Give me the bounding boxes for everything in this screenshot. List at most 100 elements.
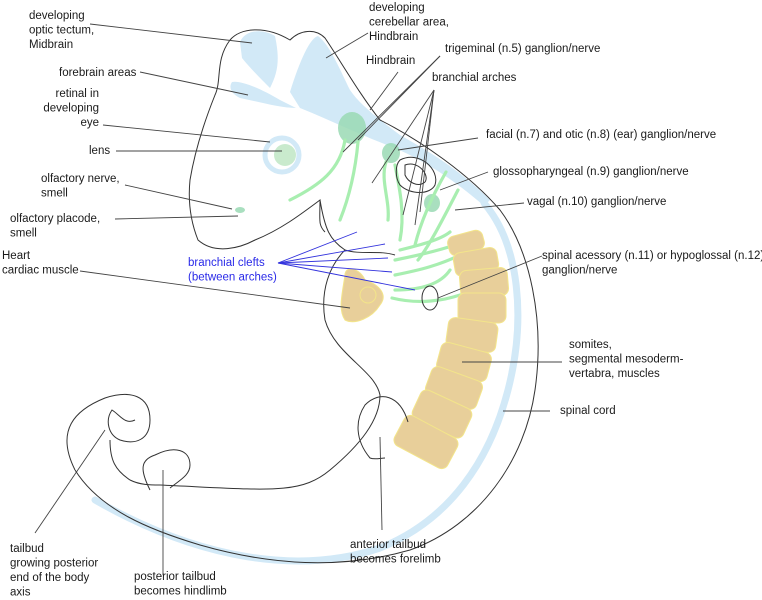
nerve-11 (390, 293, 462, 304)
label-line: glossopharyngeal (n.9) ganglion/nerve (493, 166, 689, 178)
label-line: segmental mesoderm- (569, 354, 684, 366)
label-line: ganglion/nerve (542, 265, 617, 277)
nerve-3 (382, 160, 390, 222)
label-line: anterior tailbud (350, 539, 426, 551)
nerve-2 (338, 140, 360, 222)
leader-heart (79, 270, 351, 309)
label-facial-otic: facial (n.7) and otic (n.8) (ear) gangli… (486, 129, 716, 141)
label-line: posterior tailbud (134, 571, 216, 583)
label-line: facial (n.7) and otic (n.8) (ear) gangli… (486, 129, 716, 141)
forelimb-bud (357, 396, 409, 460)
label-line: branchial arches (432, 72, 517, 84)
label-retinal: retinal in developing eye (43, 88, 99, 129)
facial-ganglion (382, 143, 400, 163)
nerve-10 (393, 268, 452, 292)
leader-anterior-tailbud (379, 436, 383, 531)
leader-arch-3 (419, 89, 435, 213)
label-line: optic tectum, (29, 25, 94, 37)
label-branchial-arches: branchial arches (432, 72, 517, 84)
label-spinal-accessory: spinal acessory (n.11) or hypoglossal (n… (542, 250, 762, 277)
hindbrain-region (290, 36, 490, 206)
mesoderm (340, 229, 510, 470)
label-line: (between arches) (188, 272, 277, 284)
label-line: trigeminal (n.5) ganglion/nerve (445, 43, 600, 55)
label-line: spinal acessory (n.11) or hypoglossal (n… (542, 250, 762, 262)
label-line: smell (41, 188, 68, 200)
label-anterior-tailbud: anterior tailbud becomes forelimb (350, 539, 441, 566)
label-line: developing (29, 10, 85, 22)
nerve-1 (288, 138, 347, 202)
leader-cerebellar (325, 32, 369, 59)
label-line: retinal in (56, 88, 99, 100)
eye-cup (262, 135, 302, 175)
label-line: tailbud (10, 543, 44, 555)
lens (274, 144, 296, 166)
label-line: vertabra, muscles (569, 368, 660, 380)
label-line: axis (10, 587, 31, 599)
label-line: lens (89, 145, 110, 157)
leader-olfactory-nerve (124, 184, 233, 210)
spinal-cord-band (91, 199, 522, 565)
label-spinal-cord: spinal cord (560, 405, 616, 417)
nerve-7 (398, 230, 452, 252)
leader-forebrain (139, 71, 249, 96)
embryo-outline (66, 29, 539, 564)
tail-outline (66, 394, 151, 471)
label-line: somites, (569, 339, 612, 351)
label-line: eye (80, 117, 99, 129)
leader-optic-tectum (89, 23, 253, 44)
ventral-outline (159, 249, 381, 490)
label-line: growing posterior (10, 558, 98, 570)
label-line: developing (369, 2, 425, 14)
n11-ganglion-outline (421, 285, 439, 311)
label-line: forebrain areas (59, 67, 137, 79)
label-line: becomes forelimb (350, 554, 441, 566)
cleft-leader-1 (277, 231, 358, 264)
leader-spinal-accessory (437, 255, 543, 299)
leader-facial (397, 137, 479, 151)
olfactory-nerve-spot (235, 207, 245, 213)
somites (393, 229, 510, 470)
head-outline (74, 29, 539, 564)
label-forebrain: forebrain areas (59, 67, 137, 79)
cleft-leader-4 (277, 262, 393, 273)
leader-lines (34, 23, 562, 575)
label-somites: somites, segmental mesoderm-vertabra, mus… (569, 339, 684, 380)
leader-glossopharyngeal (439, 171, 489, 191)
label-glossopharyngeal: glossopharyngeal (n.9) ganglion/nerve (493, 166, 689, 178)
label-trigeminal: trigeminal (n.5) ganglion/nerve (445, 43, 600, 55)
leader-olfactory-placode (114, 215, 239, 220)
otic-inner (404, 163, 427, 185)
label-line: end of the body (10, 572, 90, 584)
nerve-4 (393, 163, 404, 242)
label-line: olfactory nerve, (41, 173, 120, 185)
label-line: spinal cord (560, 405, 616, 417)
trigeminal-ganglion (338, 112, 366, 144)
leader-arch-1 (371, 89, 435, 184)
label-line: developing (43, 103, 99, 115)
leader-retinal (102, 124, 271, 143)
cleft-leader-3 (277, 257, 389, 264)
forebrain-region (230, 81, 296, 108)
label-line: cardiac muscle (2, 265, 79, 277)
leader-trigeminal-b (357, 55, 441, 141)
label-lens: lens (89, 145, 110, 157)
cleft-leader-5 (277, 262, 416, 291)
label-branchial-clefts: branchial clefts (between arches) (188, 257, 277, 284)
cleft-leader-2 (277, 243, 386, 264)
label-vagal: vagal (n.10) ganglion/nerve (527, 196, 666, 208)
cleft-leaders (277, 231, 416, 291)
hindlimb-bud (142, 449, 191, 491)
heart-chamber (359, 286, 377, 304)
label-line: vagal (n.10) ganglion/nerve (527, 196, 666, 208)
label-line: branchial clefts (188, 257, 265, 269)
label-line: smell (10, 228, 37, 240)
neural-tube (91, 31, 522, 565)
leader-tailbud (34, 429, 106, 534)
